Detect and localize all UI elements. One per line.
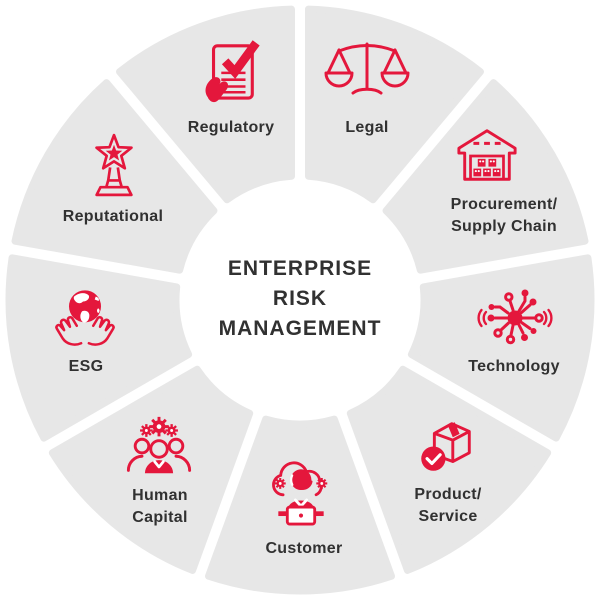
package-check-icon bbox=[413, 414, 479, 478]
segment-label: Regulatory bbox=[187, 119, 275, 136]
wheel-wedge bbox=[382, 79, 589, 274]
segment-label: ESG bbox=[68, 358, 104, 375]
segment-label: Legal bbox=[345, 119, 389, 136]
star-trophy-icon bbox=[87, 132, 141, 198]
segment-label: Reputational bbox=[62, 208, 164, 225]
hands-globe-icon bbox=[52, 287, 118, 349]
segment-label: Human Capital bbox=[132, 487, 188, 526]
wheel-wedge bbox=[11, 79, 218, 274]
wheel-wedge bbox=[305, 5, 484, 204]
wheel-wedge bbox=[407, 254, 595, 442]
wheel-wedge bbox=[5, 254, 193, 442]
support-agent-cloud-icon bbox=[267, 454, 335, 528]
segment-label: Technology bbox=[468, 358, 560, 375]
network-nodes-icon bbox=[477, 280, 553, 356]
warehouse-icon bbox=[455, 125, 519, 185]
team-gears-icon bbox=[124, 414, 194, 482]
scales-icon bbox=[324, 35, 410, 101]
segment-label: Product/ Service bbox=[414, 486, 482, 525]
document-check-icon bbox=[199, 34, 261, 106]
segment-label: Customer bbox=[265, 540, 343, 557]
segment-label: Procurement/ Supply Chain bbox=[450, 196, 558, 235]
wheel-wedge bbox=[346, 365, 552, 574]
page-title: ENTERPRISE RISK MANAGEMENT bbox=[218, 257, 382, 340]
